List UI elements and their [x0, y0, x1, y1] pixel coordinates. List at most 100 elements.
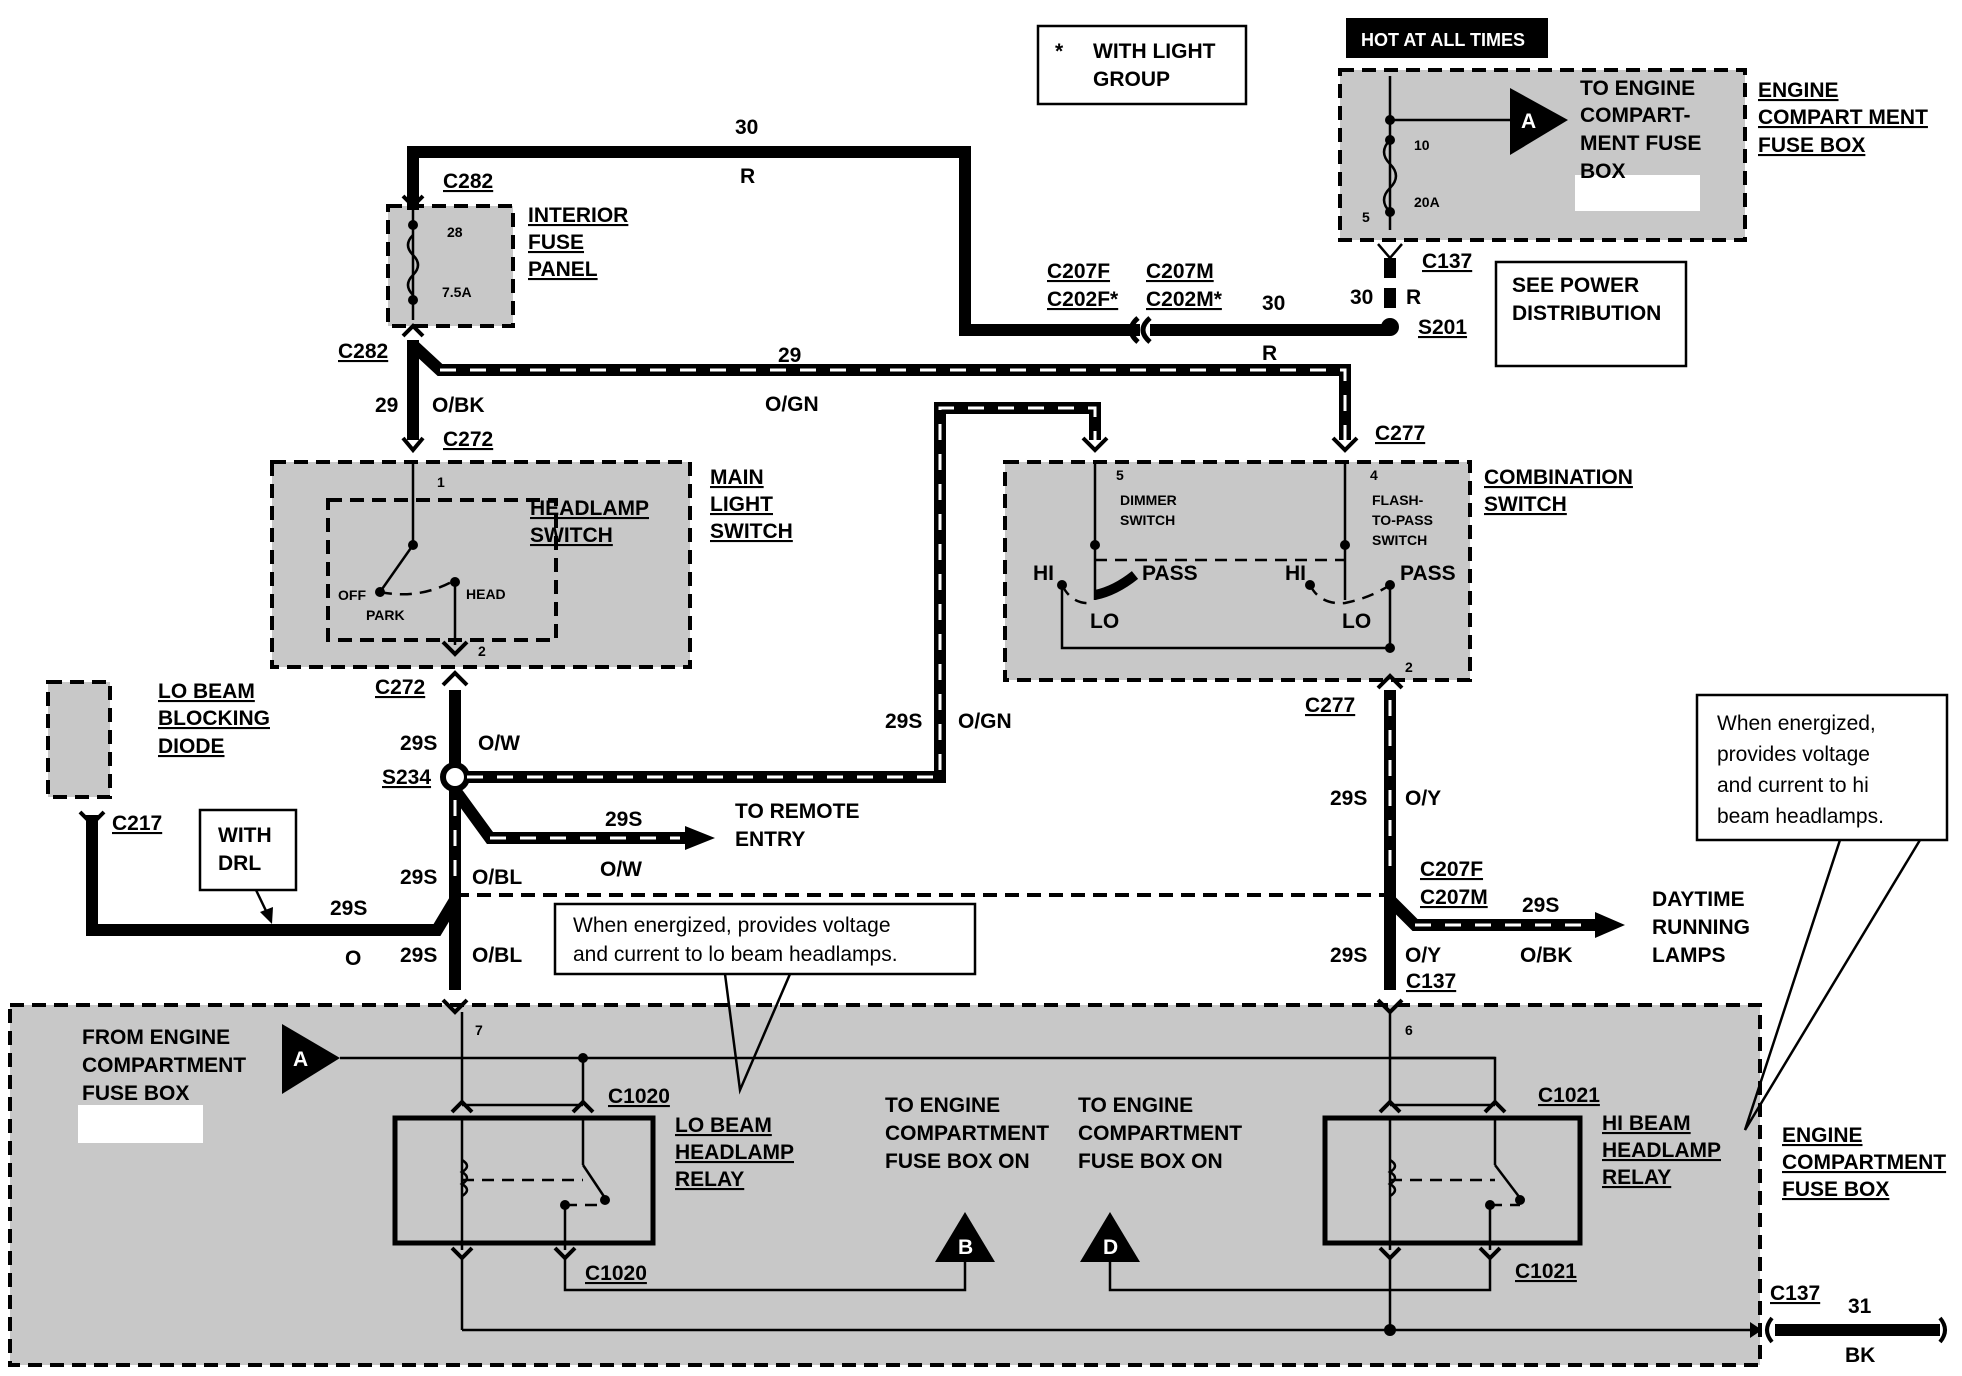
headlamp-switch-title: HEADLAMP — [530, 497, 649, 520]
combination-switch — [1003, 460, 1472, 682]
svg-text:BOX: BOX — [1580, 160, 1626, 183]
svg-text:WITH: WITH — [218, 824, 272, 847]
splice-s234 — [440, 762, 470, 792]
legend-box — [1036, 24, 1248, 106]
svg-text:O/BK: O/BK — [1520, 944, 1573, 967]
svg-text:FUSE BOX ON: FUSE BOX ON — [1078, 1150, 1223, 1173]
svg-text:30: 30 — [1262, 292, 1285, 315]
svg-text:beam headlamps.: beam headlamps. — [1717, 805, 1884, 828]
svg-text:provides voltage: provides voltage — [1717, 743, 1870, 766]
svg-text:LO: LO — [1342, 610, 1371, 633]
svg-text:C202M*: C202M* — [1146, 288, 1223, 311]
svg-text:A: A — [293, 1048, 308, 1071]
svg-text:HI: HI — [1285, 562, 1306, 585]
svg-text:C137: C137 — [1770, 1282, 1820, 1305]
interior-fuse-panel-title: INTERIOR — [528, 204, 628, 227]
svg-text:R: R — [1262, 342, 1277, 365]
svg-text:and current to hi: and current to hi — [1717, 774, 1869, 797]
svg-text:HI: HI — [1033, 562, 1054, 585]
lo-beam-blocking-diode — [46, 680, 112, 799]
engine-fuse-box-bottom-title: ENGINE — [1782, 1124, 1863, 1147]
svg-text:C207M: C207M — [1146, 260, 1214, 283]
svg-text:R: R — [740, 165, 755, 188]
with-drl-box — [198, 808, 298, 892]
svg-text:5: 5 — [1116, 467, 1124, 483]
arrow-d-icon — [1080, 1212, 1140, 1262]
lo-relay-title: LO BEAM — [675, 1114, 772, 1137]
svg-text:LO: LO — [1090, 610, 1119, 633]
svg-text:O: O — [345, 947, 361, 970]
svg-text:10: 10 — [1414, 137, 1430, 153]
svg-text:C137: C137 — [1406, 970, 1456, 993]
svg-text:O/BL: O/BL — [472, 944, 522, 967]
svg-text:2: 2 — [1405, 659, 1413, 675]
svg-text:FUSE BOX: FUSE BOX — [82, 1082, 189, 1105]
svg-text:TO ENGINE: TO ENGINE — [1078, 1094, 1193, 1117]
lo-beam-relay — [392, 1115, 656, 1246]
svg-text:B: B — [958, 1236, 973, 1259]
engine-fuse-box-top-title: ENGINE — [1758, 79, 1839, 102]
svg-text:4: 4 — [1370, 467, 1378, 483]
svg-text:6: 6 — [1405, 1022, 1413, 1038]
svg-text:C1021: C1021 — [1515, 1260, 1577, 1283]
svg-text:A: A — [1521, 110, 1536, 133]
svg-text:MENT FUSE: MENT FUSE — [1580, 132, 1701, 155]
svg-text:O/Y: O/Y — [1405, 787, 1441, 810]
svg-text:LAMPS: LAMPS — [1652, 944, 1726, 967]
svg-text:31: 31 — [1848, 1295, 1872, 1318]
arrow-a-bottom-icon — [282, 1024, 340, 1094]
legend-star: * — [1055, 40, 1064, 63]
svg-text:FUSE BOX ON: FUSE BOX ON — [885, 1150, 1030, 1173]
svg-text:29S: 29S — [1330, 787, 1367, 810]
svg-text:DIMMER: DIMMER — [1120, 492, 1177, 508]
svg-text:TO-PASS: TO-PASS — [1372, 512, 1433, 528]
svg-text:RUNNING: RUNNING — [1652, 916, 1750, 939]
arrow-remote-entry-icon — [685, 826, 715, 850]
svg-text:29S: 29S — [605, 808, 642, 831]
svg-text:FUSE: FUSE — [528, 231, 584, 254]
svg-text:ENTRY: ENTRY — [735, 828, 805, 851]
svg-text:FUSE BOX: FUSE BOX — [1782, 1178, 1889, 1201]
callout-lo-beam — [553, 902, 977, 976]
svg-text:FLASH-: FLASH- — [1372, 492, 1424, 508]
legend-line-2: GROUP — [1093, 68, 1170, 91]
svg-text:COMPARTMENT: COMPARTMENT — [1782, 1151, 1946, 1174]
svg-text:SWITCH: SWITCH — [1484, 493, 1567, 516]
svg-text:29: 29 — [375, 394, 398, 417]
svg-text:PARK: PARK — [366, 607, 405, 623]
svg-text:30: 30 — [735, 116, 758, 139]
svg-text:C207M: C207M — [1420, 886, 1488, 909]
svg-text:TO ENGINE: TO ENGINE — [885, 1094, 1000, 1117]
see-power-box — [1494, 260, 1688, 368]
svg-text:COMPARTMENT: COMPARTMENT — [885, 1122, 1049, 1145]
hot-label: HOT AT ALL TIMES — [1361, 30, 1525, 50]
svg-text:O/GN: O/GN — [765, 393, 819, 416]
svg-text:O/W: O/W — [478, 732, 520, 755]
svg-text:SWITCH: SWITCH — [1120, 512, 1175, 528]
svg-text:DIODE: DIODE — [158, 735, 225, 758]
svg-text:C272: C272 — [443, 428, 493, 451]
svg-text:DISTRIBUTION: DISTRIBUTION — [1512, 302, 1661, 325]
svg-text:1: 1 — [437, 474, 445, 490]
svg-text:COMPART-: COMPART- — [1580, 104, 1690, 127]
svg-text:RELAY: RELAY — [675, 1168, 744, 1191]
svg-text:BK: BK — [1845, 1344, 1875, 1367]
svg-text:C277: C277 — [1375, 422, 1425, 445]
svg-text:COMPARTMENT: COMPARTMENT — [1078, 1122, 1242, 1145]
headlamp-switch-inner — [326, 498, 558, 642]
arrow-drl-icon — [1595, 912, 1625, 938]
svg-text:When energized, provides volta: When energized, provides voltage — [573, 914, 891, 937]
arrow-a-top-icon — [1510, 88, 1568, 155]
svg-text:RELAY: RELAY — [1602, 1166, 1671, 1189]
hi-relay-title: HI BEAM — [1602, 1112, 1691, 1135]
svg-text:TO ENGINE: TO ENGINE — [1580, 77, 1695, 100]
svg-text:29S: 29S — [400, 732, 437, 755]
combination-switch-title: COMBINATION — [1484, 466, 1633, 489]
svg-text:29: 29 — [778, 344, 801, 367]
svg-text:PASS: PASS — [1142, 562, 1198, 585]
hi-beam-relay — [1322, 1115, 1583, 1246]
svg-text:29S: 29S — [400, 866, 437, 889]
svg-text:When energized,: When energized, — [1717, 712, 1876, 735]
svg-text:SWITCH: SWITCH — [710, 520, 793, 543]
